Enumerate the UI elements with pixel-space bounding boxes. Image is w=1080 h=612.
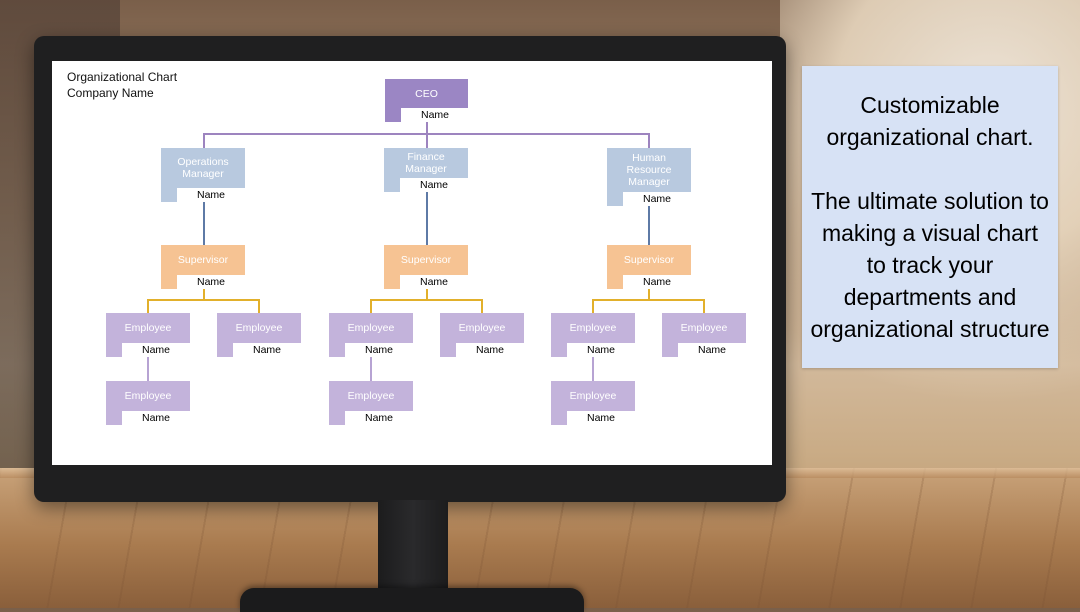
sup1-down bbox=[203, 289, 205, 300]
employee-name: Name bbox=[122, 343, 190, 357]
finance-manager-node: Finance Manager Name bbox=[384, 148, 468, 192]
sup2-bus bbox=[370, 299, 483, 301]
sup3-right bbox=[703, 299, 705, 313]
employee-role: Employee bbox=[124, 390, 172, 402]
employee-name: Name bbox=[567, 411, 635, 425]
chart-header: Organizational Chart Company Name bbox=[67, 69, 177, 101]
employee-role: Employee bbox=[458, 322, 506, 334]
ceo-node: CEO Name bbox=[385, 79, 469, 122]
employee-node: Employee Name bbox=[551, 313, 635, 357]
ceo-role: CEO bbox=[415, 87, 438, 100]
finance-to-supervisor bbox=[426, 191, 428, 245]
supervisor-name: Name bbox=[177, 275, 245, 289]
sup3-down bbox=[648, 289, 650, 300]
supervisor-role: Supervisor bbox=[400, 254, 452, 266]
employee-role: Employee bbox=[124, 322, 172, 334]
monitor-stand-base bbox=[240, 588, 584, 612]
employee-role: Employee bbox=[347, 390, 395, 402]
supervisor-node-operations: Supervisor Name bbox=[161, 245, 245, 289]
manager-name: Name bbox=[623, 192, 691, 206]
employee-name: Name bbox=[233, 343, 301, 357]
employee-node: Employee Name bbox=[329, 381, 413, 425]
employee-name: Name bbox=[345, 411, 413, 425]
sup1-left bbox=[147, 299, 149, 313]
sup2-left bbox=[370, 299, 372, 313]
manager-role: Operations Manager bbox=[177, 156, 229, 180]
employee-name: Name bbox=[122, 411, 190, 425]
monitor-screen: Organizational Chart Company Name CEO Na… bbox=[52, 61, 772, 465]
connector-to-hr bbox=[648, 133, 650, 149]
employee-node: Employee Name bbox=[329, 313, 413, 357]
supervisor-role: Supervisor bbox=[623, 254, 675, 266]
caption-body: The ultimate solution to making a visual… bbox=[810, 188, 1050, 342]
employee-name: Name bbox=[456, 343, 524, 357]
monitor-stand-neck bbox=[378, 500, 448, 594]
sup1-bus bbox=[147, 299, 260, 301]
sup3-left bbox=[592, 299, 594, 313]
sup3-bus bbox=[592, 299, 705, 301]
connector-to-finance bbox=[426, 133, 428, 149]
supervisor-node-hr: Supervisor Name bbox=[607, 245, 691, 289]
supervisor-role: Supervisor bbox=[177, 254, 229, 266]
manager-role: Human Resource Manager bbox=[626, 152, 672, 188]
emp1-down bbox=[147, 357, 149, 381]
caption-headline: Customizable organizational chart. bbox=[826, 92, 1034, 150]
sup2-down bbox=[426, 289, 428, 300]
supervisor-node-finance: Supervisor Name bbox=[384, 245, 468, 289]
hr-to-supervisor bbox=[648, 206, 650, 245]
employee-node: Employee Name bbox=[440, 313, 524, 357]
employee-role: Employee bbox=[569, 322, 617, 334]
ops-to-supervisor bbox=[203, 201, 205, 245]
employee-role: Employee bbox=[235, 322, 283, 334]
emp5-down bbox=[592, 357, 594, 381]
employee-name: Name bbox=[567, 343, 635, 357]
promo-caption-panel: Customizable organizational chart. The u… bbox=[802, 66, 1058, 368]
employee-name: Name bbox=[345, 343, 413, 357]
employee-node: Employee Name bbox=[106, 381, 190, 425]
employee-node: Employee Name bbox=[662, 313, 746, 357]
employee-node: Employee Name bbox=[551, 381, 635, 425]
company-name: Company Name bbox=[67, 86, 154, 100]
manager-name: Name bbox=[177, 188, 245, 202]
manager-name: Name bbox=[400, 178, 468, 192]
ceo-connector-vertical bbox=[426, 119, 428, 134]
employee-role: Employee bbox=[680, 322, 728, 334]
manager-role: Finance Manager bbox=[405, 151, 447, 175]
employee-node: Employee Name bbox=[217, 313, 301, 357]
supervisor-name: Name bbox=[623, 275, 691, 289]
ceo-name: Name bbox=[401, 108, 469, 122]
employee-node: Employee Name bbox=[106, 313, 190, 357]
sup1-right bbox=[258, 299, 260, 313]
employee-role: Employee bbox=[569, 390, 617, 402]
employee-role: Employee bbox=[347, 322, 395, 334]
operations-manager-node: Operations Manager Name bbox=[161, 148, 245, 202]
hr-manager-node: Human Resource Manager Name bbox=[607, 148, 691, 206]
chart-title: Organizational Chart bbox=[67, 70, 178, 84]
employee-name: Name bbox=[678, 343, 746, 357]
sup2-right bbox=[481, 299, 483, 313]
emp3-down bbox=[370, 357, 372, 381]
supervisor-name: Name bbox=[400, 275, 468, 289]
connector-to-ops bbox=[203, 133, 205, 149]
